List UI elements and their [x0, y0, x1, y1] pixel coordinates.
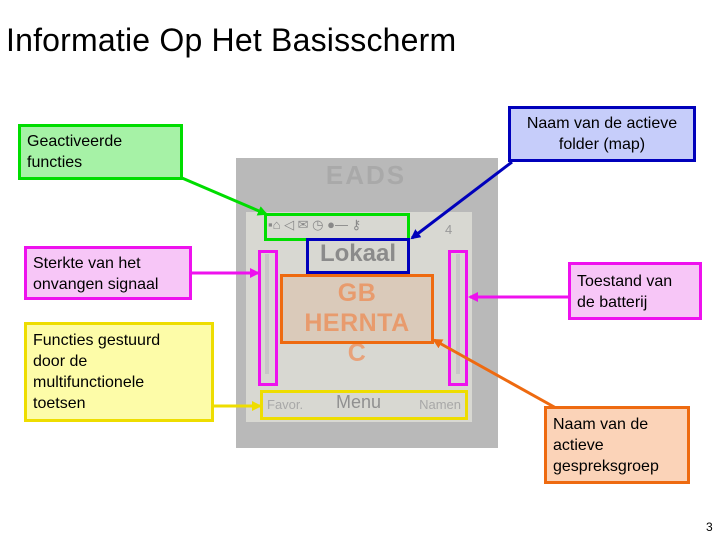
softkey-row: Favor. Menu Namen [262, 392, 466, 418]
arrow-folder-name [410, 160, 513, 240]
arrow-talkgroup-name [432, 338, 557, 410]
label-active-functions: Geactiveerde functies [18, 124, 183, 180]
page-number: 3 [706, 520, 713, 534]
label-folder-name: Naam van de actieve folder (map) [508, 106, 696, 162]
highlight-folder-name [306, 238, 410, 274]
highlight-signal-strength [258, 250, 278, 386]
label-battery-state: Toestand van de batterij [568, 262, 702, 320]
brand-logo: EADS [325, 160, 407, 190]
softkey-middle: Menu [336, 392, 382, 412]
network-number: 4 [445, 222, 453, 237]
battery-bar [456, 254, 460, 374]
status-icons-row: ▪⌂ ◁ ✉ ◷ ●— ⚷ [268, 217, 362, 232]
softkey-left: Favor. [267, 397, 304, 412]
label-line: gespreksgroep [553, 458, 659, 475]
label-talkgroup-name: Naam van de actieve gespreksgroep [544, 406, 690, 484]
signal-strength-bar [265, 254, 269, 374]
label-line: toetsen [33, 395, 86, 412]
highlight-battery [448, 250, 468, 386]
label-line: folder (map) [558, 136, 646, 153]
label-line: multifunctionele [33, 374, 145, 391]
label-line: functies [27, 154, 83, 171]
talkgroup-line-2: C [347, 339, 367, 367]
slide-title: Informatie Op Het Basisscherm [6, 22, 457, 58]
label-line: Naam van de actieve [526, 115, 678, 132]
folder-name-text: Lokaal [319, 240, 397, 267]
talkgroup-line-1: GB HERNTA [304, 279, 410, 337]
arrow-active-functions [181, 176, 268, 216]
label-line: door de [33, 353, 88, 370]
label-line: Functies gestuurd [33, 332, 161, 349]
label-line: actieve [553, 437, 604, 454]
label-line: de batterij [577, 294, 648, 311]
label-line: onvangen signaal [33, 276, 159, 293]
label-line: Naam van de [553, 416, 649, 433]
label-line: Geactiveerde [27, 133, 123, 150]
softkey-right: Namen [419, 397, 461, 412]
lcd-display [246, 212, 472, 422]
label-line: Sterkte van het [33, 255, 141, 272]
highlight-talkgroup-name [280, 274, 434, 344]
talkgroup-name-text: GB HERNTA C [282, 278, 432, 368]
label-signal-strength: Sterkte van het onvangen signaal [24, 246, 192, 300]
label-line: Toestand van [577, 273, 673, 290]
label-softkey-functions: Functies gestuurd door de multifunctione… [24, 322, 214, 422]
